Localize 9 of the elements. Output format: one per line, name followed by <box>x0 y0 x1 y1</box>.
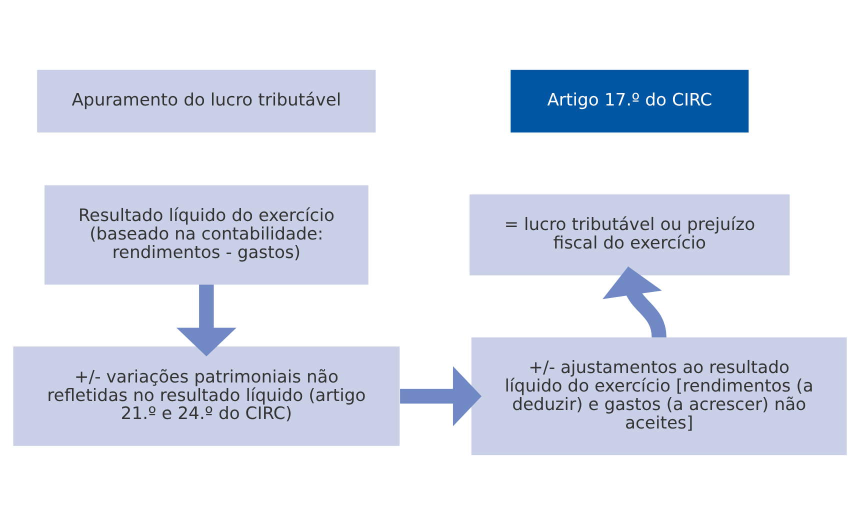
arrow <box>176 284 236 356</box>
node-box: Apuramento do lucro tributável <box>37 69 376 132</box>
node-box: +/- variações patrimoniais não refletidas no resultado líquido (artigo 21.º e 24.º do CIRC) <box>13 346 400 446</box>
node-box: Resultado líquido do exercício (baseado na contabilidade: rendimentos - gastos) <box>44 184 368 284</box>
arrow <box>602 266 666 338</box>
node-box: = lucro tributável ou prejuízo fiscal do exercício <box>470 194 790 275</box>
node-box: Artigo 17.º do CIRC <box>510 69 749 132</box>
node-box: +/- ajustamentos ao resultado líquido do exercício [rendimentos (a deduzir) e gastos (a acrescer) não aceites] <box>471 336 847 455</box>
arrow <box>400 366 482 426</box>
